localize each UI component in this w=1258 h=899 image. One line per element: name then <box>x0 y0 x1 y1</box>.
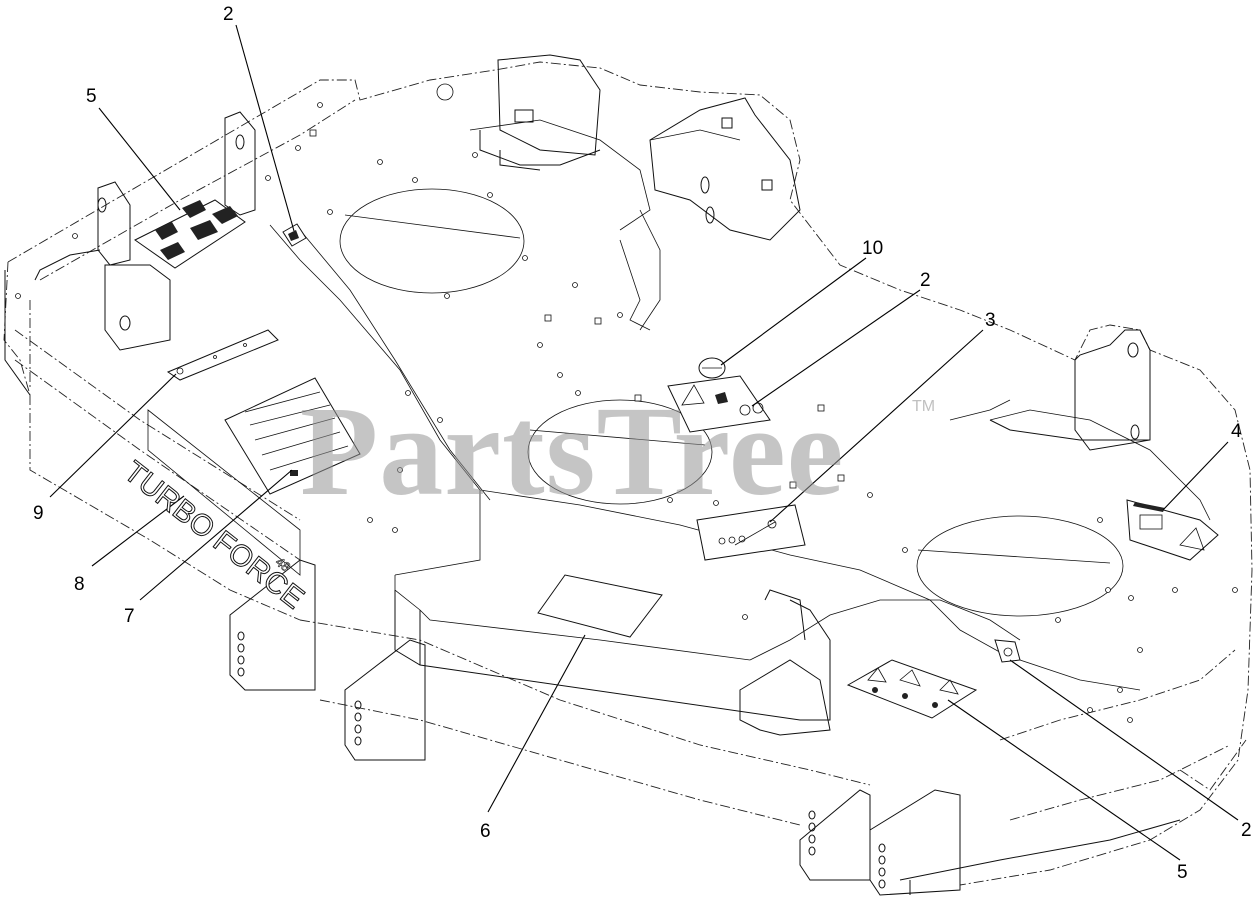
decals <box>134 199 1219 719</box>
leader-7 <box>139 469 293 601</box>
leader-10 <box>720 257 867 366</box>
leader-4 <box>1162 441 1229 511</box>
decal-4 <box>1126 499 1219 561</box>
decal-10 <box>698 357 726 379</box>
decal-2-top <box>282 223 307 247</box>
decal-5-left <box>134 199 246 269</box>
callout-2-top: 2 <box>223 4 234 25</box>
callout-2-mid: 2 <box>920 270 931 291</box>
watermark: PartsTree <box>300 380 845 522</box>
decal-5-right <box>846 659 978 719</box>
leader-9 <box>49 373 177 498</box>
callout-5-right: 5 <box>1177 862 1188 883</box>
watermark-trademark: TM <box>912 398 936 415</box>
leader-lines <box>49 24 1239 861</box>
decal-6 <box>537 574 663 638</box>
decal-7 <box>224 377 361 495</box>
callout-3: 3 <box>985 310 996 331</box>
deck-holes <box>15 102 1238 723</box>
callout-9: 9 <box>33 503 44 524</box>
deck-outline <box>3 61 1253 886</box>
blade-openings <box>339 188 1124 617</box>
decal-8-recess <box>147 409 301 576</box>
callout-6: 6 <box>480 821 491 842</box>
leader-5-right <box>947 699 1181 861</box>
callout-10: 10 <box>862 238 884 259</box>
leader-8 <box>91 495 185 567</box>
decal-9 <box>166 329 279 381</box>
leader-2-top <box>235 24 295 232</box>
callout-5-left: 5 <box>86 86 97 107</box>
decal-2-mid <box>667 375 771 433</box>
callout-8: 8 <box>74 574 85 595</box>
decal-2-right <box>994 639 1021 663</box>
callout-7: 7 <box>124 606 135 627</box>
leader-5-left <box>98 107 181 211</box>
callout-2-right: 2 <box>1241 820 1252 841</box>
callout-4: 4 <box>1231 421 1242 442</box>
brackets <box>4 54 1181 896</box>
leader-3 <box>769 329 984 523</box>
leader-2-mid <box>751 289 921 407</box>
leader-6 <box>487 634 586 813</box>
decal-3 <box>696 504 806 561</box>
leader-2-right <box>1009 659 1239 821</box>
